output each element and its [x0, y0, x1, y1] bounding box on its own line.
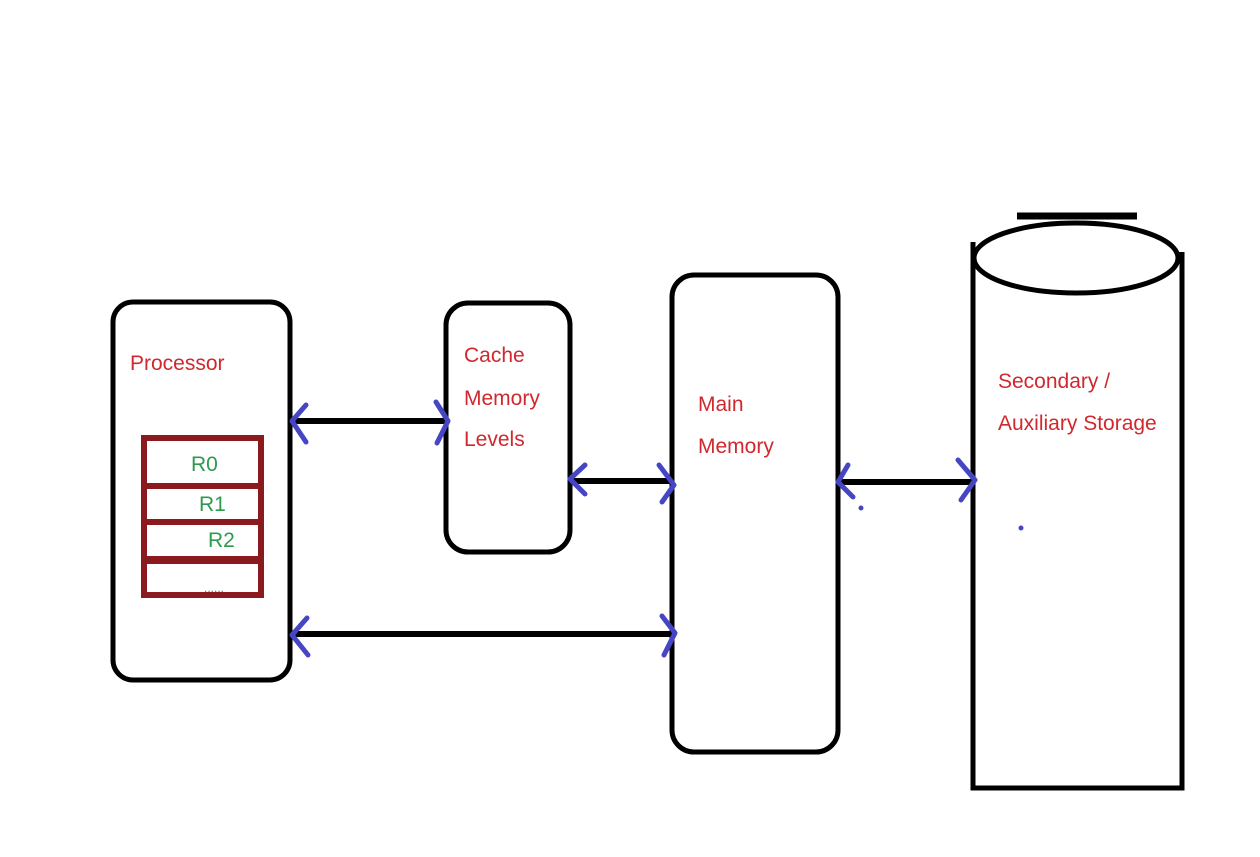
- cylinder-top: [971, 220, 1181, 296]
- register-row: [143, 485, 262, 523]
- secondary-label-line: Secondary /: [998, 370, 1110, 393]
- arrowhead-left-icon: [567, 462, 588, 497]
- processor-node: Processor R0 R1 R2 ......: [110, 299, 293, 683]
- register-label: ......: [204, 581, 224, 595]
- cache-label-line: Levels: [464, 428, 525, 451]
- edge-main-secondary: [835, 457, 978, 511]
- register-row: [143, 521, 262, 560]
- register-label: R1: [199, 493, 226, 516]
- cache-label-line: Memory: [464, 387, 540, 410]
- main-memory-box: [669, 272, 841, 755]
- main-memory-label-line: Main: [698, 393, 744, 416]
- register-label: R2: [208, 529, 235, 552]
- register-row: [143, 437, 262, 487]
- register-row: [143, 560, 262, 596]
- arrowhead-right-icon: [433, 399, 451, 446]
- secondary-storage-node: Secondary / Auxiliary Storage: [970, 212, 1185, 791]
- arrowhead-right-icon: [659, 613, 678, 658]
- stray-dot: [1018, 525, 1024, 531]
- cache-label-line: Cache: [464, 344, 525, 367]
- processor-label: Processor: [130, 352, 225, 375]
- arrowhead-right-icon: [656, 462, 677, 505]
- arrowhead-right-icon: [955, 457, 978, 503]
- edge-processor-main: [289, 613, 678, 658]
- arrowhead-left-icon: [289, 402, 309, 445]
- secondary-label-line: Auxiliary Storage: [998, 412, 1157, 435]
- register-label: R0: [191, 453, 218, 476]
- main-memory-node: Main Memory: [669, 272, 841, 755]
- edge-processor-cache: [289, 399, 451, 446]
- edge-cache-main: [567, 462, 677, 505]
- register-file: R0 R1 R2 ......: [141, 435, 264, 598]
- main-memory-label-line: Memory: [698, 435, 774, 458]
- arrowhead-left-icon: [835, 462, 856, 500]
- cylinder-body: [970, 242, 1185, 791]
- stray-dot: [858, 505, 864, 511]
- arrowhead-left-icon: [289, 615, 311, 658]
- cache-node: Cache Memory Levels: [443, 300, 573, 555]
